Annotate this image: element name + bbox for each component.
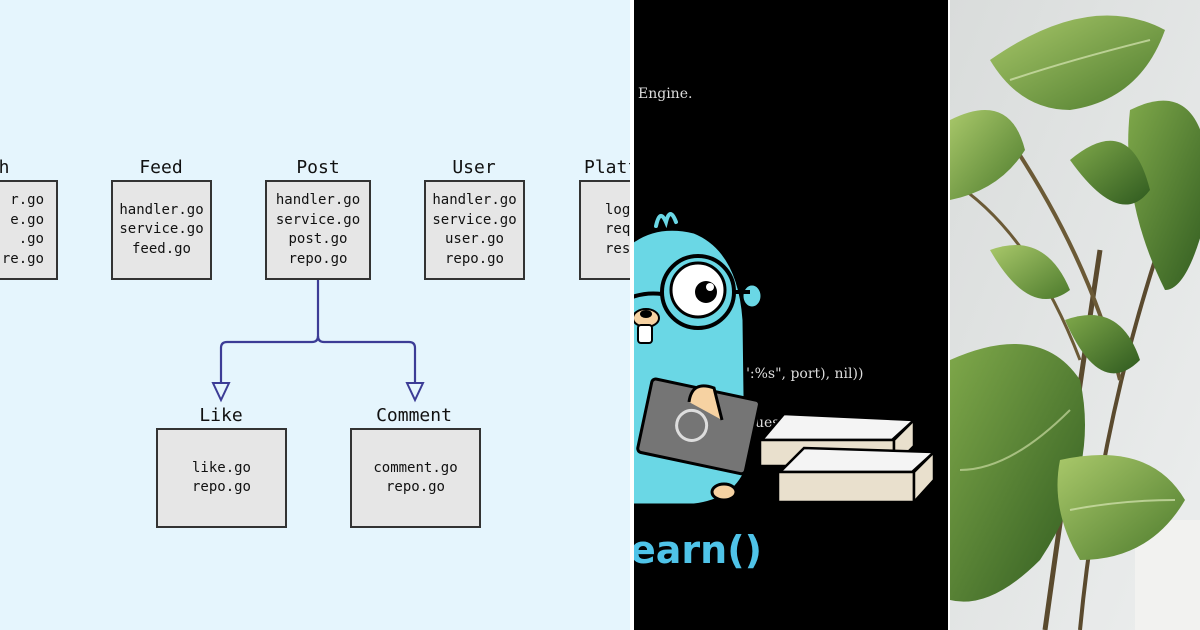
- module-title-like: Like: [199, 405, 243, 426]
- file-name: feed.go: [131, 240, 191, 257]
- file-name: r.go: [10, 192, 44, 208]
- learn-text: earn(): [634, 528, 762, 572]
- file-name: resp: [605, 240, 634, 257]
- gopher-icon: [634, 212, 938, 507]
- arrowhead-like: [211, 382, 231, 403]
- leaf: [1128, 100, 1200, 290]
- leaf: [1057, 455, 1185, 560]
- gopher-pupil: [695, 281, 717, 303]
- gopher-pupil-highlight: [706, 283, 714, 291]
- file-name: handler.go: [119, 201, 204, 218]
- module-box-comment: comment.go repo.go: [350, 428, 481, 528]
- gopher-foot: [710, 482, 738, 502]
- module-title: h: [0, 157, 10, 178]
- leaf: [990, 245, 1070, 299]
- gopher-ear: [740, 282, 764, 310]
- module-title-user: User: [452, 157, 496, 178]
- file-name: service.go: [432, 211, 517, 228]
- gopher-tooth: [637, 324, 653, 344]
- file-name: re.go: [1, 250, 44, 267]
- module-box-user: handler.go service.go user.go repo.go: [424, 180, 525, 280]
- panel-divider: [630, 0, 634, 630]
- plant-illustration: [950, 0, 1200, 630]
- gopher-panel: Engine. (":%s", port), nil)) quest: [634, 0, 950, 630]
- module-title-comment: Comment: [376, 405, 452, 426]
- module-box-post: handler.go service.go post.go repo.go: [265, 180, 371, 280]
- module-diagram-panel: h Feed Post User Platf r.go e.go .go re.…: [0, 0, 634, 630]
- file-name: service.go: [119, 221, 204, 238]
- arrow-branch: [316, 335, 417, 383]
- file-name: user.go: [444, 231, 504, 247]
- file-name: like.go: [191, 459, 251, 476]
- leaf: [990, 15, 1165, 111]
- file-name: repo.go: [444, 250, 504, 267]
- file-name: req: [605, 221, 631, 238]
- file-name: log: [605, 201, 631, 218]
- file-name: post.go: [288, 231, 348, 247]
- module-box-feed: handler.go service.go feed.go: [111, 180, 212, 280]
- leaf: [950, 344, 1085, 602]
- module-box: r.go e.go .go re.go: [0, 180, 58, 280]
- arrowhead-comment: [405, 382, 425, 403]
- code-line: (":%s", port), nil)): [738, 366, 864, 382]
- gopher-nose-tip: [640, 310, 652, 318]
- file-name: service.go: [275, 211, 361, 228]
- leaf: [1070, 140, 1150, 205]
- file-name: handler.go: [275, 192, 361, 208]
- module-title-post: Post: [296, 157, 340, 178]
- file-name: repo.go: [385, 479, 445, 495]
- file-name: handler.go: [432, 192, 517, 208]
- laptop-logo: [675, 408, 709, 442]
- module-title-feed: Feed: [139, 157, 183, 178]
- leaf: [950, 110, 1025, 200]
- arrow-stem: [219, 280, 320, 383]
- module-box-platform: log req resp: [579, 180, 634, 280]
- leaf: [1065, 315, 1140, 374]
- module-box-like: like.go repo.go: [156, 428, 287, 528]
- module-title-platform: Platf: [584, 157, 634, 178]
- file-name: comment.go: [373, 459, 458, 476]
- gopher-hair: [654, 212, 678, 229]
- gopher-arm: [687, 384, 724, 421]
- file-name: repo.go: [288, 250, 348, 267]
- plant-photo: [950, 0, 1200, 630]
- code-line: Engine.: [638, 86, 693, 102]
- dependency-arrows: [211, 280, 425, 403]
- books-icon: [758, 412, 938, 506]
- gopher-glasses-bridge: [634, 291, 663, 299]
- file-name: .go: [18, 231, 44, 247]
- file-name: e.go: [10, 211, 44, 228]
- file-name: repo.go: [191, 479, 251, 495]
